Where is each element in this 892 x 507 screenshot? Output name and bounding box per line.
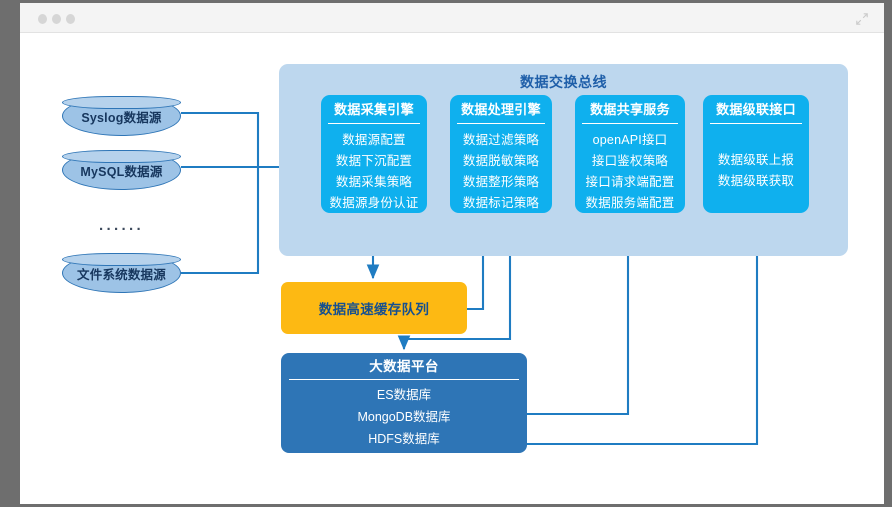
card-item[interactable]: 接口鉴权策略 [591, 154, 669, 168]
window-titlebar [20, 3, 884, 33]
bus-card-cascade-interface[interactable]: 数据级联接口 数据级联上报 数据级联获取 [703, 95, 809, 213]
big-data-platform-title: 大数据平台 [281, 353, 527, 380]
card-item-list: 数据源配置 数据下沉配置 数据采集策略 数据源身份认证 [321, 124, 427, 214]
expand-arrows-icon[interactable] [854, 11, 870, 27]
minimize-dot[interactable] [52, 14, 61, 24]
card-title: 数据共享服务 [575, 95, 685, 124]
cache-queue-label: 数据高速缓存队列 [318, 302, 430, 317]
close-dot[interactable] [38, 14, 47, 24]
bus-card-processing-engine[interactable]: 数据处理引擎 数据过滤策略 数据脱敏策略 数据整形策略 数据标记策略 [450, 95, 552, 213]
card-title: 数据采集引擎 [321, 95, 427, 124]
maximize-dot[interactable] [66, 14, 75, 24]
data-source-ellipsis: ······ [99, 221, 144, 238]
link-filesystem-to-bus [181, 167, 260, 275]
data-source-syslog[interactable]: Syslog数据源 [61, 95, 181, 136]
data-source-filesystem[interactable]: 文件系统数据源 [61, 252, 181, 293]
card-item[interactable]: 数据源身份认证 [329, 196, 419, 210]
card-item[interactable]: 数据级联上报 [717, 153, 795, 167]
data-exchange-bus: 数据交换总线 数据采集引擎 数据源配置 数据下沉配置 数据采集策略 数据源身份认… [279, 64, 848, 256]
card-item[interactable]: 接口请求端配置 [585, 175, 675, 189]
data-source-mysql[interactable]: MySQL数据源 [61, 149, 181, 190]
data-source-label: MySQL数据源 [80, 164, 163, 179]
link-bus-to-bigdata [397, 213, 512, 351]
card-item-list: 数据级联上报 数据级联获取 [703, 124, 809, 192]
big-data-platform-box[interactable]: 大数据平台 ES数据库 MongoDB数据库 HDFS数据库 [281, 353, 527, 453]
database-item[interactable]: HDFS数据库 [368, 432, 440, 446]
card-item[interactable]: 数据标记策略 [462, 196, 540, 210]
big-data-platform-item-list: ES数据库 MongoDB数据库 HDFS数据库 [281, 380, 527, 450]
connector-layer [181, 111, 764, 446]
card-title: 数据处理引擎 [450, 95, 552, 124]
card-item[interactable]: openAPI接口 [592, 133, 668, 147]
card-item[interactable]: 数据脱敏策略 [462, 154, 540, 168]
data-source-label: Syslog数据源 [81, 110, 162, 125]
database-item[interactable]: ES数据库 [376, 388, 432, 402]
bus-card-data-share-service[interactable]: 数据共享服务 openAPI接口 接口鉴权策略 接口请求端配置 数据服务端配置 [575, 95, 685, 213]
data-source-label: 文件系统数据源 [77, 267, 166, 282]
link-syslog-to-bus [181, 111, 260, 167]
card-item[interactable]: 数据下沉配置 [335, 154, 413, 168]
link-bigdata-to-cascade [527, 215, 764, 446]
bus-card-collection-engine[interactable]: 数据采集引擎 数据源配置 数据下沉配置 数据采集策略 数据源身份认证 [321, 95, 427, 213]
card-item[interactable]: 数据过滤策略 [462, 133, 540, 147]
card-item[interactable]: 数据服务端配置 [585, 196, 675, 210]
diagram-canvas: Syslog数据源 MySQL数据源 ······ 文件系统数据源 数据交换总线… [20, 33, 884, 504]
card-item[interactable]: 数据源配置 [342, 133, 406, 147]
card-item[interactable]: 数据整形策略 [462, 175, 540, 189]
card-item[interactable]: 数据级联获取 [717, 174, 795, 188]
cache-queue-box[interactable]: 数据高速缓存队列 [281, 282, 467, 334]
card-title: 数据级联接口 [703, 95, 809, 124]
card-item[interactable]: 数据采集策略 [335, 175, 413, 189]
card-item-list: openAPI接口 接口鉴权策略 接口请求端配置 数据服务端配置 [575, 124, 685, 214]
bus-title: 数据交换总线 [520, 74, 607, 90]
card-item-list: 数据过滤策略 数据脱敏策略 数据整形策略 数据标记策略 [450, 124, 552, 214]
link-bigdata-to-share [527, 215, 635, 416]
database-item[interactable]: MongoDB数据库 [357, 410, 451, 424]
